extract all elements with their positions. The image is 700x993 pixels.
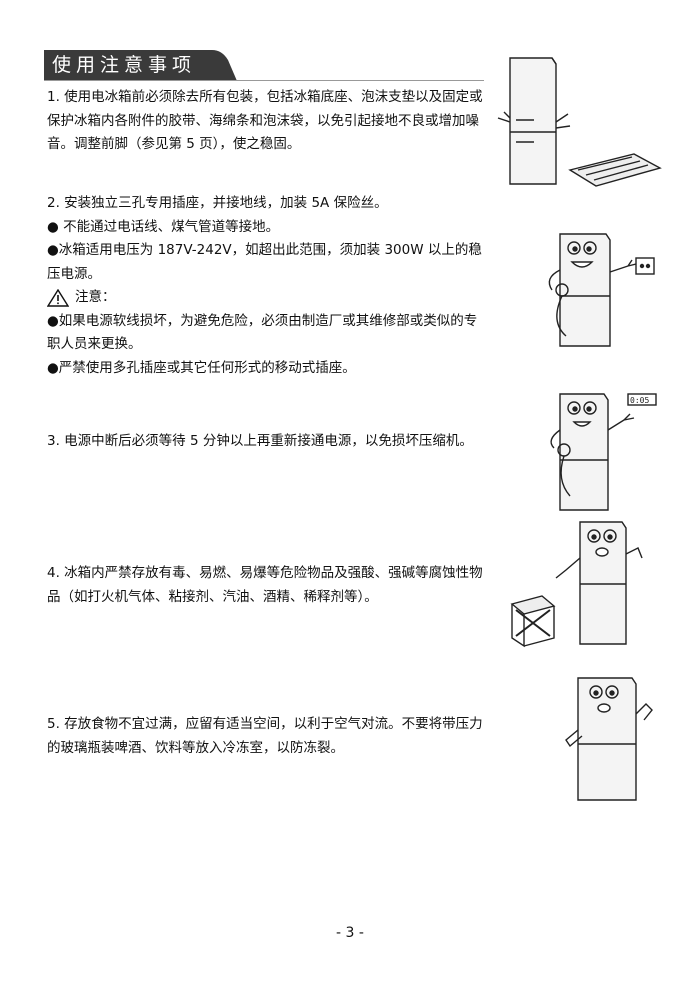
warning-triangle-icon — [47, 288, 69, 307]
item-2: 2. 安装独立三孔专用插座，并接地线，加装 5A 保险丝。 ● 不能通过电话线、… — [47, 192, 487, 380]
title-banner-shape — [44, 50, 237, 81]
warning-row: 注意： — [47, 286, 487, 310]
item-5: 5. 存放食物不宜过满，应留有适当空间，以利于空气对流。不要将带压力的玻璃瓶装啤… — [47, 713, 487, 760]
page-number: - 3 - — [336, 925, 364, 941]
fridge-bottle-illustration — [565, 677, 653, 801]
item-3: 3. 电源中断后必须等待 5 分钟以上再重新接通电源，以免损坏压缩机。 — [47, 430, 487, 454]
title-underline — [44, 80, 484, 81]
item-3-text: 3. 电源中断后必须等待 5 分钟以上再重新接通电源，以免损坏压缩机。 — [47, 433, 473, 449]
section-title: 使用注意事项 — [52, 54, 197, 76]
item-2-main: 2. 安装独立三孔专用插座，并接地线，加装 5A 保险丝。 — [47, 195, 388, 211]
item-2-bullet-4: ●严禁使用多孔插座或其它任何形式的移动式插座。 — [47, 359, 356, 376]
item-2-bullet-2: ●冰箱适用电压为 187V-242V，如超出此范围，须加装 300W 以上的稳压… — [47, 242, 482, 282]
fridge-unpacking-illustration — [497, 57, 662, 187]
fridge-plug-illustration — [548, 233, 655, 347]
section-title-bar: 使用注意事项 — [44, 50, 237, 81]
fridge-wait-illustration: 0:05 — [550, 393, 657, 511]
item-4-text: 4. 冰箱内严禁存放有毒、易燃、易爆等危险物品及强酸、强碱等腐蚀性物品（如打火机… — [47, 565, 483, 605]
item-5-text: 5. 存放食物不宜过满，应留有适当空间，以利于空气对流。不要将带压力的玻璃瓶装啤… — [47, 716, 483, 756]
item-2-bullet-1: ● 不能通过电话线、煤气管道等接地。 — [47, 218, 280, 235]
warning-label: 注意： — [75, 289, 116, 305]
item-1: 1. 使用电冰箱前必须除去所有包装，包括冰箱底座、泡沫支垫以及固定或保护冰箱内各… — [47, 86, 487, 157]
clock-display-text: 0:05 — [630, 396, 649, 405]
item-4: 4. 冰箱内严禁存放有毒、易燃、易爆等危险物品及强酸、强碱等腐蚀性物品（如打火机… — [47, 562, 487, 609]
item-2-bullet-3: ●如果电源软线损坏，为避免危险，必须由制造厂或其维修部或类似的专职人员来更换。 — [47, 312, 478, 353]
item-1-text: 1. 使用电冰箱前必须除去所有包装，包括冰箱底座、泡沫支垫以及固定或保护冰箱内各… — [47, 89, 483, 152]
fridge-hazard-illustration — [510, 521, 643, 648]
